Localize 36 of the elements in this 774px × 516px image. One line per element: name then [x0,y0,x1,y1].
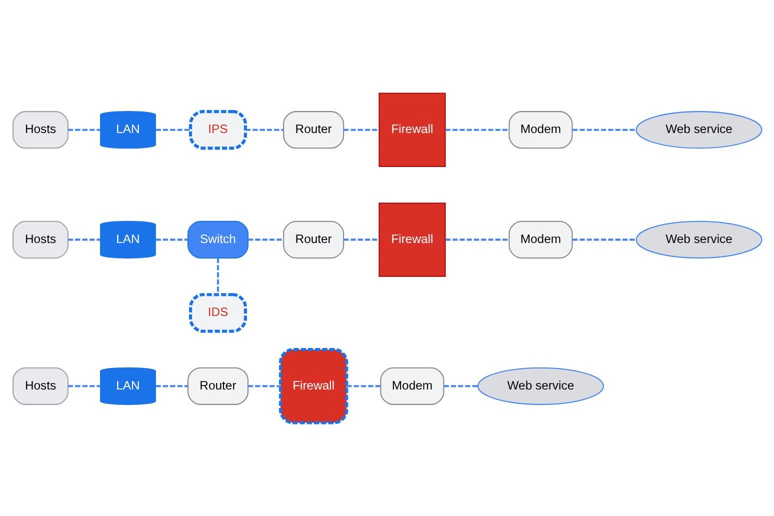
connector [155,128,190,131]
connector [443,385,478,388]
connector [343,238,378,241]
connector [346,385,380,388]
connector [216,258,218,294]
node-box: Firewall [378,202,446,277]
node-box: Hosts [12,220,68,258]
connector [248,385,280,388]
connector [155,238,188,241]
node-box: Router [282,111,344,149]
connector [68,238,100,241]
node-ellipse: Web service [635,111,762,149]
connector [572,238,636,241]
connector [155,385,188,388]
connector [343,128,378,131]
node-box: Modem [380,367,444,405]
node-box: Router [282,220,344,258]
connector [572,128,636,131]
connector [68,128,100,131]
connector [245,128,283,131]
node-box: Firewall [378,92,446,167]
node-box: Router [186,367,248,405]
node-box: Switch [186,220,248,258]
node-box: Hosts [12,111,68,149]
connector [444,238,508,241]
node-box: Hosts [12,367,68,405]
connector [248,238,283,241]
node-box: Firewall [278,348,348,424]
node-box: Modem [508,111,572,149]
node-ellipse: Web service [476,367,604,405]
node-box: Modem [508,220,572,258]
node-ellipse: Web service [635,220,762,258]
connector [444,128,508,131]
node-box: IPS [188,110,246,150]
node-box: IDS [188,293,246,333]
connector [68,385,100,388]
